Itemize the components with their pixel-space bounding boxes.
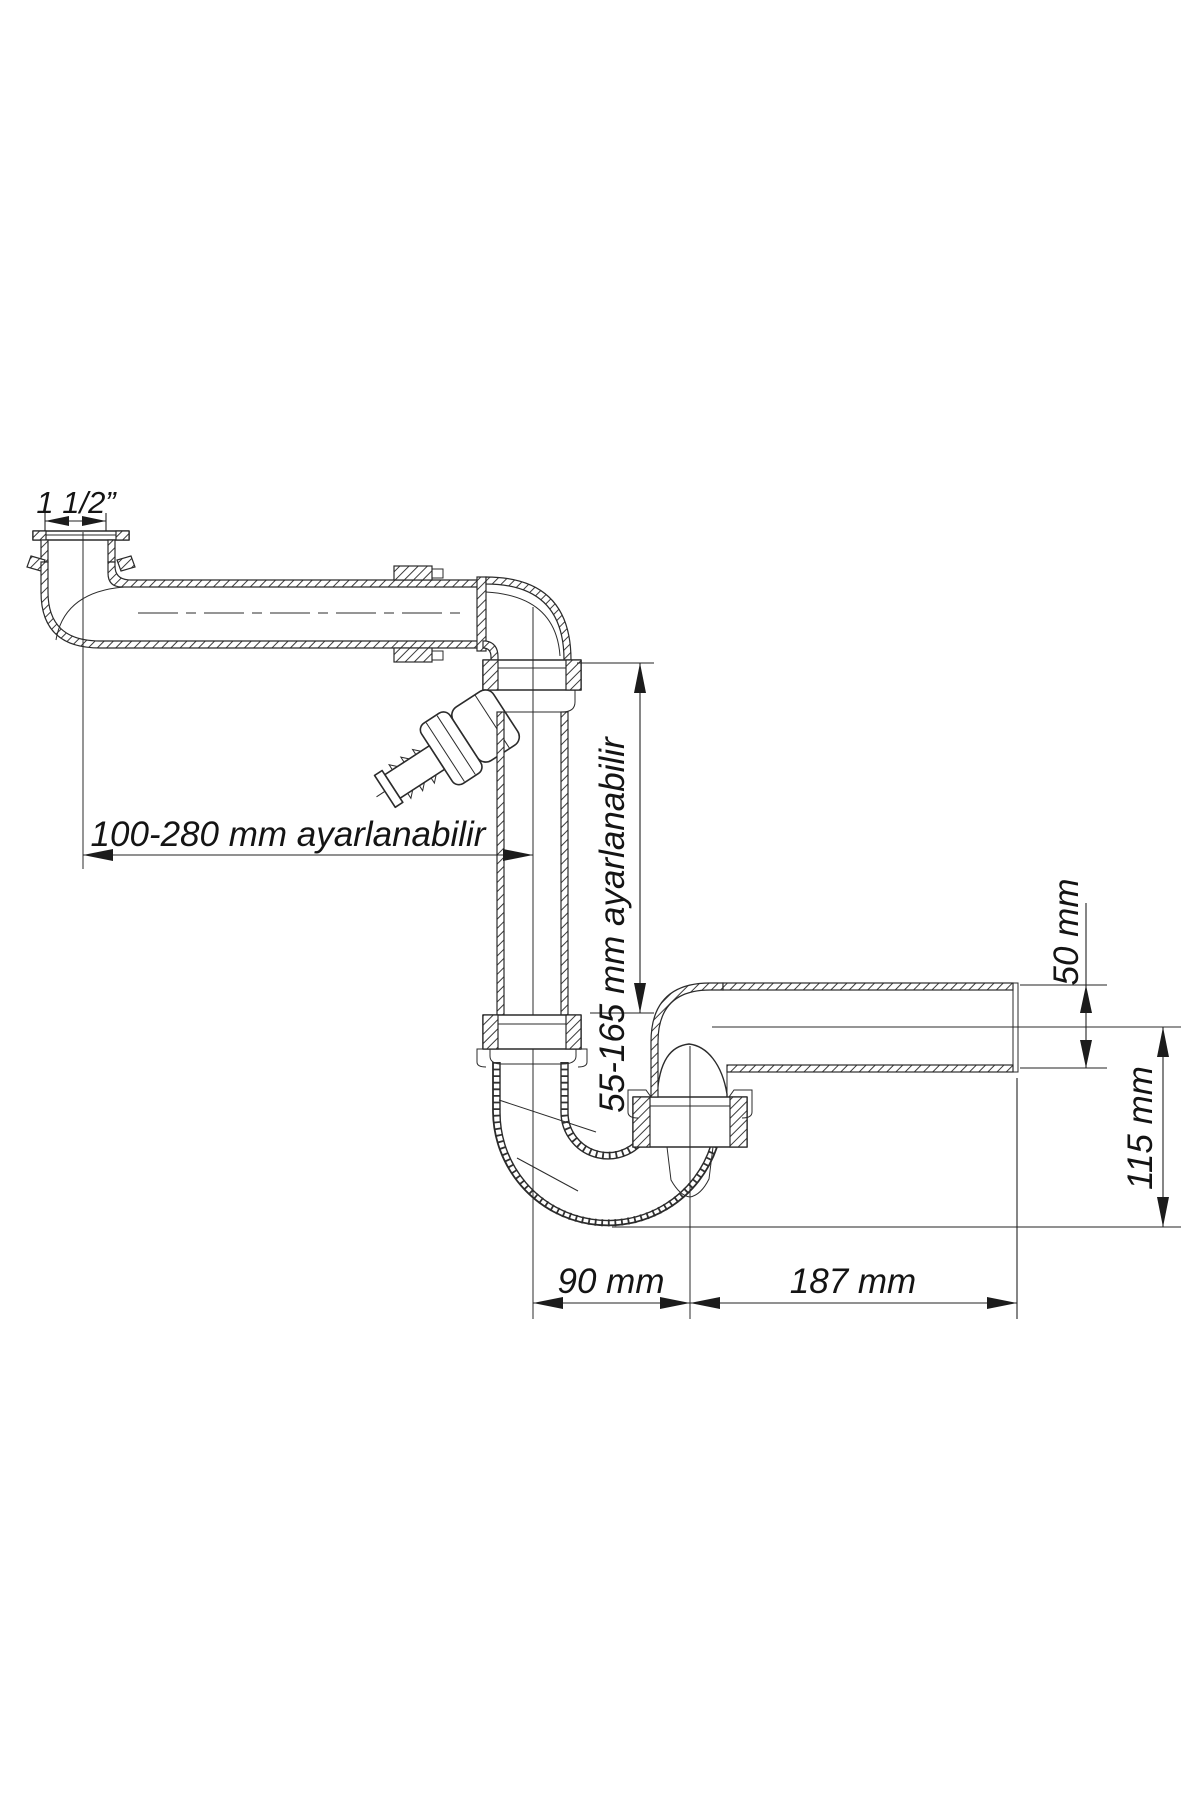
elbow-bore-line — [55, 586, 125, 641]
dim-label-horizontal-adjust: 100-280 mm ayarlanabilir — [91, 815, 487, 854]
down-elbow — [482, 576, 572, 664]
flange-bell-wall-right — [107, 539, 116, 563]
outlet-pipe-bottom-wall — [726, 1064, 1014, 1073]
arrowhead-right — [503, 849, 533, 861]
down-elbow-bore-line — [485, 591, 561, 657]
outlet-pipe-top-wall — [722, 982, 1014, 991]
outlet-elbow-wall — [650, 982, 724, 1098]
dim-label-vertical-adjust: 55-165 mm ayarlanabilir — [593, 736, 632, 1113]
trap-outer-inner-line — [499, 1062, 712, 1222]
dimension-outlet-length: 187 mm — [690, 1078, 1018, 1319]
trap-inlet-nut-hatch-left — [482, 1014, 499, 1050]
trap-outlet-nut-hatch-right — [729, 1096, 748, 1148]
flange-plate-hatch-right — [115, 530, 130, 541]
arrowhead-down — [1080, 1040, 1092, 1068]
outlet-pipe-assembly — [650, 982, 1181, 1319]
compression-nut-top-step — [431, 568, 444, 579]
trap-inlet-nut-body — [482, 1014, 582, 1050]
adjustment-nut-hatch-right — [565, 659, 582, 691]
trap-inlet-nut — [476, 1014, 588, 1068]
dim-label-trap-offset: 90 mm — [558, 1262, 665, 1301]
dimension-outlet-height: 115 mm — [612, 1027, 1181, 1228]
dim-label-outlet-height: 115 mm — [1121, 1066, 1160, 1190]
vertical-tube-wall-left — [496, 711, 505, 1016]
trap-inlet-nut-hatch-right — [565, 1014, 582, 1050]
trap-weir-line-1 — [498, 1099, 597, 1133]
flange-plate-hatch-left — [32, 530, 47, 541]
arrowhead-right — [660, 1297, 690, 1309]
p-trap-bend — [492, 1062, 718, 1227]
arrowhead-down — [634, 983, 646, 1013]
arrowhead-right — [987, 1297, 1017, 1309]
dimension-inlet-size: 1 1/2” — [36, 485, 117, 869]
connector-tip-flange — [373, 769, 404, 809]
sink-inlet-flange — [26, 530, 136, 572]
upper-horizontal-pipe — [40, 561, 487, 663]
connector-nut-facet-2 — [425, 722, 465, 782]
arrowhead-left — [83, 849, 113, 861]
arrowhead-up — [1157, 1027, 1169, 1057]
down-elbow-outer-wall — [485, 576, 572, 664]
dimension-pipe-diameter: 50 mm — [1020, 879, 1107, 1069]
arrowhead-up — [634, 663, 646, 693]
arrowhead-right — [82, 516, 106, 526]
adjustment-nut — [482, 659, 582, 713]
dimension-trap-offset: 90 mm — [533, 1262, 690, 1309]
compression-nut-bottom — [393, 647, 433, 663]
compression-nut-bottom-step — [431, 650, 444, 661]
trap-outer-line — [492, 1062, 718, 1227]
trap-inlet-nut-hook-left — [476, 1048, 487, 1068]
dim-label-outlet-length: 187 mm — [790, 1262, 916, 1301]
dim-label-pipe-diameter: 50 mm — [1047, 879, 1086, 986]
trap-inlet-nut-hook-right — [577, 1048, 588, 1068]
pipe-socket-ring — [476, 576, 487, 652]
connector-nut-facet-1 — [436, 715, 476, 775]
trap-outlet-nut-hook-right — [728, 1089, 753, 1119]
trap-outlet-nut-hatch-left — [632, 1096, 651, 1148]
arrowhead-up — [1080, 985, 1092, 1013]
trap-outlet-nut-hook-left — [627, 1089, 652, 1119]
dimension-horizontal-adjust: 100-280 mm ayarlanabilir — [83, 815, 533, 861]
dimension-vertical-adjust: 55-165 mm ayarlanabilir — [577, 662, 654, 1113]
trap-inlet-nut-skirt — [489, 1049, 577, 1065]
connector-barb-ridges-top — [407, 774, 437, 800]
connector-barb-ridges-bottom — [388, 748, 421, 771]
vertical-tube-wall-right — [560, 711, 569, 1016]
arrowhead-left — [533, 1297, 563, 1309]
outlet-elbow-dome — [656, 1043, 728, 1098]
flange-flare-right — [116, 555, 136, 572]
compression-nut-top — [393, 565, 433, 581]
adjustment-nut-hatch-left — [482, 659, 499, 691]
arrowhead-down — [1157, 1197, 1169, 1227]
trap-weir-line-2 — [516, 1157, 579, 1192]
arrowhead-left — [690, 1297, 720, 1309]
arrowhead-left — [45, 516, 69, 526]
dim-label-inlet-size: 1 1/2” — [36, 485, 117, 520]
